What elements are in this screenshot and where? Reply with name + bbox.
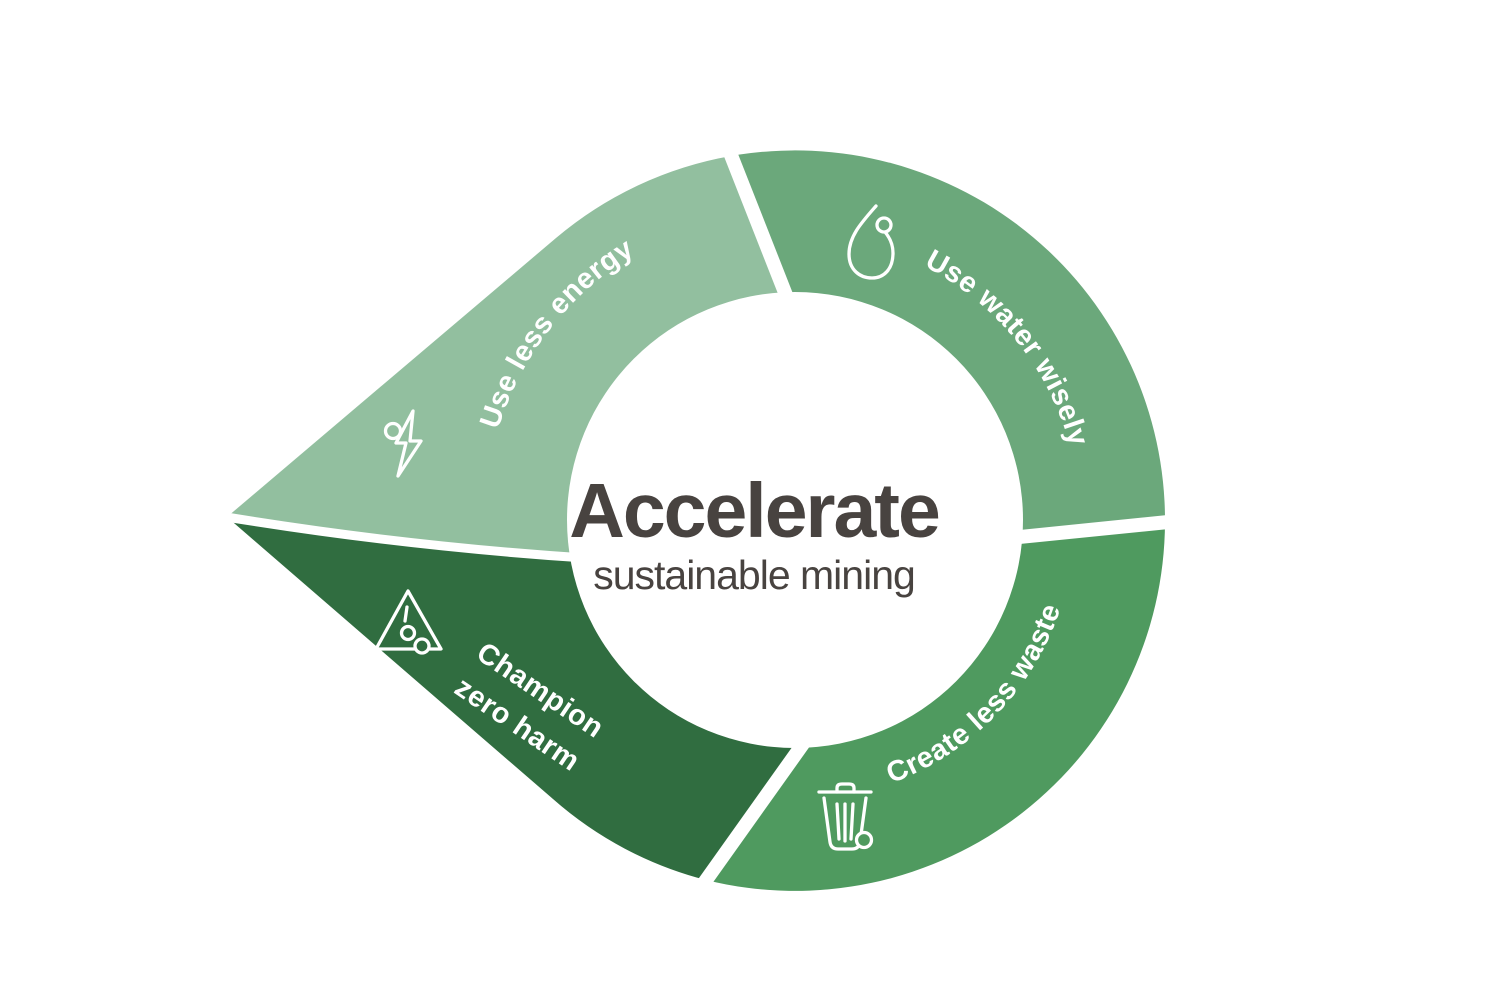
water-drop-icon [847,204,895,280]
trash-can-icon [817,782,874,851]
warning-triangle-icon [374,589,443,655]
divider-harm-energy [213,510,586,563]
diagram-title: Accelerate [569,468,939,554]
divider-waste-harm [693,722,821,895]
divider-water-waste [999,514,1179,546]
diagram-subtitle: sustainable mining [593,552,915,598]
center-whitespace [567,292,1023,748]
lightning-bolt-icon [383,409,423,478]
